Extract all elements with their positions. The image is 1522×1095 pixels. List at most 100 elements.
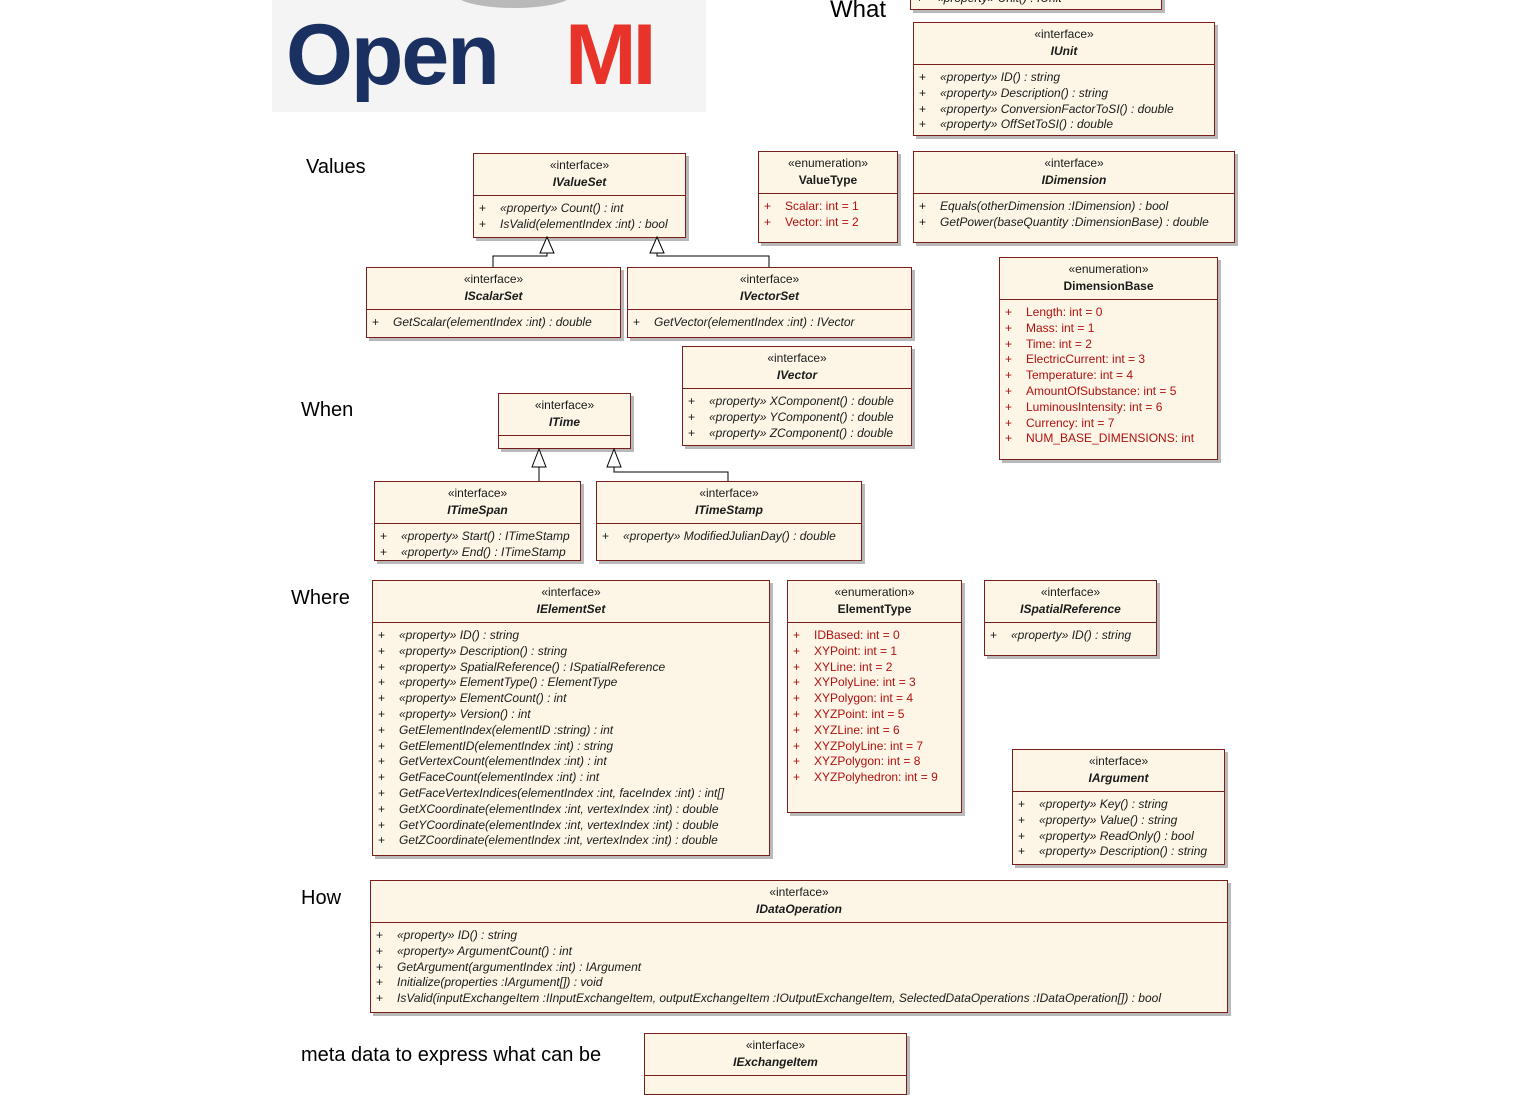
member-row[interactable]: +Temperature: int = 4	[1000, 368, 1217, 384]
class-box-ivalueset[interactable]: «interface»IValueSet+«property» Count() …	[473, 153, 686, 238]
member-row[interactable]: +ElectricCurrent: int = 3	[1000, 352, 1217, 368]
class-box-idataoperation[interactable]: «interface»IDataOperation+«property» ID(…	[370, 880, 1228, 1013]
member-row[interactable]: +«property» ID() : string	[371, 928, 1227, 944]
section-label-how: How	[301, 887, 342, 909]
member-row[interactable]: +«property» Description() : string	[373, 644, 769, 660]
member-row[interactable]: +«property» ModifiedJulianDay() : double	[597, 529, 861, 545]
member-row[interactable]: +«property» Value() : string	[1013, 813, 1224, 829]
member-row[interactable]: +Time: int = 2	[1000, 337, 1217, 353]
public-visibility-icon: +	[911, 0, 937, 7]
member-row[interactable]: +XYZPolygon: int = 8	[788, 754, 961, 770]
member-row[interactable]: +Mass: int = 1	[1000, 321, 1217, 337]
member-row[interactable]: +GetElementIndex(elementID :string) : in…	[373, 723, 769, 739]
member-text: Scalar: int = 1	[785, 199, 859, 213]
member-row[interactable]: +«property» Start() : ITimeStamp	[375, 529, 580, 545]
member-row[interactable]: +«property» Description() : string	[914, 86, 1214, 102]
member-row[interactable]: +IsValid(inputExchangeItem :IInputExchan…	[371, 991, 1227, 1007]
class-box-idimension[interactable]: «interface»IDimension+Equals(otherDimens…	[913, 151, 1235, 243]
member-text: XYZPolyLine: int = 7	[814, 738, 924, 753]
member-row[interactable]: +«property» ElementType() : ElementType	[373, 675, 769, 691]
member-row[interactable]: +GetVector(elementIndex :int) : IVector	[628, 315, 911, 331]
enum-box-valuetype[interactable]: «enumeration»ValueType+Scalar: int = 1+V…	[758, 151, 898, 243]
member-row[interactable]: +XYZPoint: int = 5	[788, 707, 961, 723]
member-list: +«property» XComponent() : double+«prope…	[683, 389, 911, 445]
member-row[interactable]: +«property» ID() : string	[373, 628, 769, 644]
member-row[interactable]: +«property» XComponent() : double	[683, 394, 911, 410]
stereotype-label: «interface»	[1034, 27, 1094, 41]
member-row[interactable]: +XYZPolyhedron: int = 9	[788, 770, 961, 786]
class-box-ivector[interactable]: «interface»IVector+«property» XComponent…	[682, 346, 912, 446]
class-box-iunit[interactable]: «interface» IUnit +«property» ID() : strin…	[913, 22, 1215, 136]
public-visibility-icon: +	[919, 85, 927, 100]
stereotype-label: «enumeration»	[834, 585, 915, 599]
member-row[interactable]: + Scalar: int = 1	[759, 199, 897, 215]
member-row[interactable]: +IsValid(elementIndex :int) : bool	[474, 217, 685, 233]
member-row[interactable]: +«property» OffSetToSI() : double	[914, 117, 1214, 133]
member-text: GetYCoordinate(elementIndex :int, vertex…	[399, 817, 719, 832]
enum-box-dimensionbase[interactable]: «enumeration»DimensionBase+Length: int =…	[999, 257, 1218, 460]
class-name: IUnit	[1050, 44, 1078, 58]
member-row[interactable]: +«property» Count() : int	[474, 201, 685, 217]
member-row[interactable]: +LuminousIntensity: int = 6	[1000, 400, 1217, 416]
member-list: +«property» ID() : string+«property» Des…	[914, 65, 1214, 135]
member-row[interactable]: +XYPoint: int = 1	[788, 644, 961, 660]
member-text: Mass: int = 1	[1026, 320, 1095, 335]
member-row[interactable]: +GetZCoordinate(elementIndex :int, verte…	[373, 833, 769, 849]
member-row[interactable]: +NUM_BASE_DIMENSIONS: int	[1000, 431, 1217, 447]
member-row[interactable]: +«property» ZComponent() : double	[683, 426, 911, 442]
member-row[interactable]: +«property» YComponent() : double	[683, 410, 911, 426]
member-row[interactable]: +«property» ElementCount() : int	[373, 691, 769, 707]
member-row[interactable]: +«property» Key() : string	[1013, 797, 1224, 813]
member-row[interactable]: +«property» ID() : string	[914, 70, 1214, 86]
public-visibility-icon: +	[1005, 399, 1013, 414]
class-box-iargument[interactable]: «interface»IArgument+«property» Key() : …	[1012, 749, 1225, 865]
member-row[interactable]: +XYPolyLine: int = 3	[788, 675, 961, 691]
member-row[interactable]: +«property» ArgumentCount() : int	[371, 944, 1227, 960]
public-visibility-icon: +	[688, 394, 696, 408]
member-row[interactable]: +IDBased: int = 0	[788, 628, 961, 644]
member-row[interactable]: +«property» Unit() : IUnit	[911, 0, 1161, 7]
member-row[interactable]: +Length: int = 0	[1000, 305, 1217, 321]
member-row[interactable]: +GetElementID(elementIndex :int) : strin…	[373, 739, 769, 755]
member-row[interactable]: +Vector: int = 2	[759, 215, 897, 231]
class-box-itimespan[interactable]: «interface»ITimeSpan+«property» Start() …	[374, 481, 581, 561]
member-row[interactable]: +XYLine: int = 2	[788, 660, 961, 676]
member-row[interactable]: +XYPolygon: int = 4	[788, 691, 961, 707]
member-row[interactable]: +GetArgument(argumentIndex :int) : IArgu…	[371, 960, 1227, 976]
member-row[interactable]: +«property» SpatialReference() : ISpatia…	[373, 660, 769, 676]
class-box-ispatialreference[interactable]: «interface»ISpatialReference+«property» …	[984, 580, 1157, 656]
class-box-itime[interactable]: «interface»ITime	[498, 393, 631, 449]
section-label-where: Where	[291, 587, 350, 609]
member-row[interactable]: +Equals(otherDimension :IDimension) : bo…	[914, 199, 1234, 215]
member-row[interactable]: +GetFaceVertexIndices(elementIndex :int,…	[373, 786, 769, 802]
enum-box-elementtype[interactable]: «enumeration»ElementType+IDBased: int = …	[787, 580, 962, 813]
member-row[interactable]: +GetXCoordinate(elementIndex :int, verte…	[373, 802, 769, 818]
member-row[interactable]: +XYZPolyLine: int = 7	[788, 739, 961, 755]
member-row[interactable]: +GetScalar(elementIndex :int) : double	[367, 315, 620, 331]
member-row[interactable]: +Currency: int = 7	[1000, 416, 1217, 432]
public-visibility-icon: +	[764, 199, 772, 213]
class-box-itimestamp[interactable]: «interface»ITimeStamp+«property» Modifie…	[596, 481, 862, 561]
member-row[interactable]: +XYZLine: int = 6	[788, 723, 961, 739]
member-text: Equals(otherDimension :IDimension) : boo…	[940, 199, 1169, 213]
public-visibility-icon: +	[378, 833, 386, 848]
member-row[interactable]: +GetYCoordinate(elementIndex :int, verte…	[373, 818, 769, 834]
class-box-iscalarset[interactable]: «interface»IScalarSet+GetScalar(elementI…	[366, 267, 621, 338]
member-row[interactable]: +«property» Version() : int	[373, 707, 769, 723]
member-row[interactable]: +«property» ConversionFactorToSI() : dou…	[914, 102, 1214, 118]
member-row[interactable]: +GetPower(baseQuantity :DimensionBase) :…	[914, 215, 1234, 231]
member-list: +«property» Unit() : IUnit	[911, 0, 1161, 7]
section-label-what: What	[830, 0, 887, 23]
member-row[interactable]: +«property» Description() : string	[1013, 844, 1224, 860]
member-row[interactable]: +GetVertexCount(elementIndex :int) : int	[373, 754, 769, 770]
class-box-ivectorset[interactable]: «interface»IVectorSet+GetVector(elementI…	[627, 267, 912, 338]
member-row[interactable]: +«property» ReadOnly() : bool	[1013, 829, 1224, 845]
class-box-ielementset[interactable]: «interface»IElementSet+«property» ID() :…	[372, 580, 770, 856]
member-row[interactable]: +Initialize(properties :IArgument[]) : v…	[371, 975, 1227, 991]
member-row[interactable]: +AmountOfSubstance: int = 5	[1000, 384, 1217, 400]
member-row[interactable]: +«property» ID() : string	[985, 628, 1156, 644]
member-row[interactable]: +«property» End() : ITimeStamp	[375, 545, 580, 560]
partial-class-box[interactable]: +«property» Unit() : IUnit	[910, 0, 1162, 10]
stereotype-label: «interface»	[549, 158, 610, 172]
member-row[interactable]: +GetFaceCount(elementIndex :int) : int	[373, 770, 769, 786]
